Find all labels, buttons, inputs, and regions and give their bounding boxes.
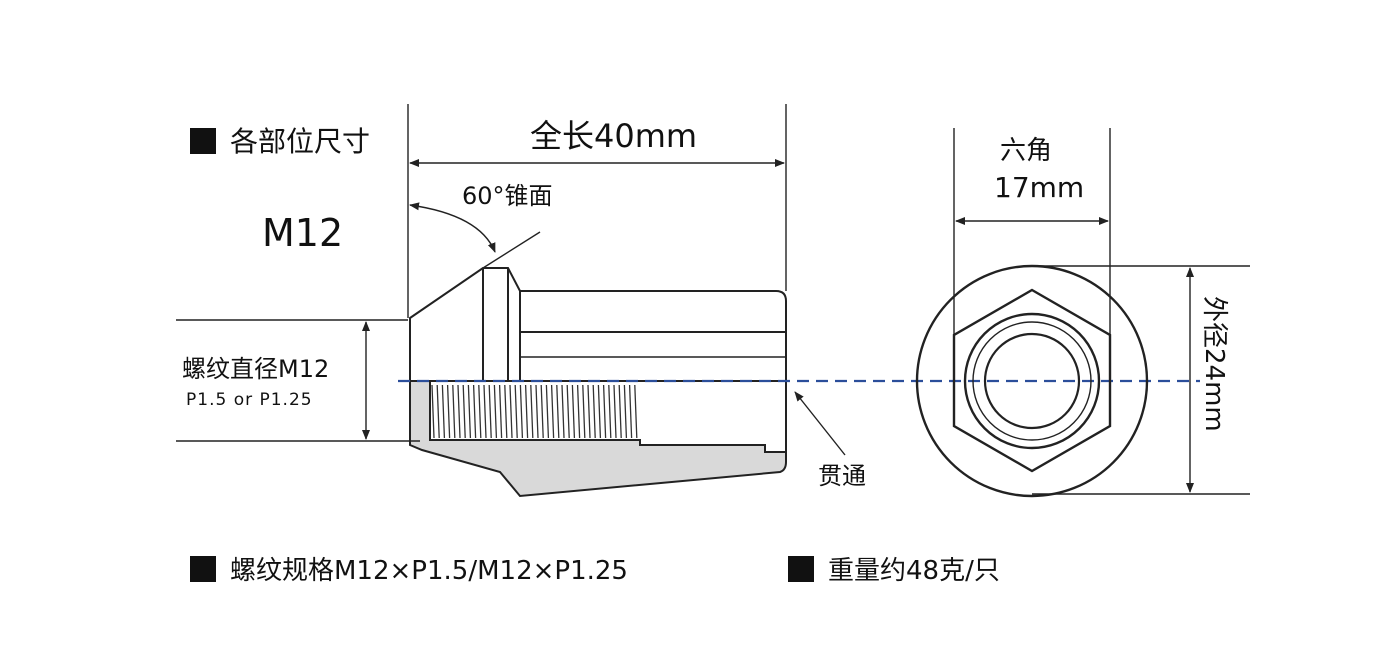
bore-inner-circle — [983, 332, 1081, 430]
bullet-square-icon — [190, 128, 216, 154]
thread-line — [582, 384, 586, 439]
thread-line — [561, 384, 565, 439]
thread-line — [524, 384, 529, 439]
thread-line — [446, 384, 451, 439]
thread-line — [514, 384, 518, 439]
thread-line — [493, 384, 498, 439]
cone-angle-label: 60°锥面 — [462, 182, 553, 210]
nut-upper-outline — [409, 267, 787, 382]
thread-spec-text: 螺纹规格M12×P1.5/M12×P1.25 — [230, 556, 628, 586]
through-hole-leader — [794, 391, 846, 456]
thread-line — [530, 384, 534, 439]
thread-line — [535, 384, 539, 439]
cone-angle-dimension — [409, 202, 541, 269]
thread-line — [608, 384, 612, 439]
thread-line — [467, 384, 472, 439]
thread-line — [431, 384, 435, 439]
thread-line — [452, 384, 456, 439]
thread-line — [634, 384, 638, 439]
bore-chamfer-circle — [972, 321, 1092, 441]
thread-line — [618, 384, 622, 439]
thread-line — [488, 384, 492, 439]
thread-line — [545, 384, 550, 439]
thread-line — [462, 384, 466, 439]
bore-outer-circle — [963, 312, 1101, 450]
bullet-square-icon — [788, 556, 814, 582]
hex-size-label: 17mm — [994, 171, 1085, 204]
thread-spec: 螺纹规格M12×P1.5/M12×P1.25 — [190, 556, 628, 584]
weight-spec-text: 重量约48克/只 — [828, 556, 1000, 586]
hex-size-dimension — [953, 128, 1111, 335]
thread-line — [613, 384, 617, 439]
outer-diameter-dimension — [1032, 265, 1250, 495]
thread-line — [566, 384, 570, 439]
thread-line — [504, 384, 508, 439]
thread-line — [498, 384, 503, 439]
thread-line — [483, 384, 487, 439]
thread-line — [478, 384, 482, 439]
thread-line — [576, 384, 581, 439]
thread-line — [623, 384, 628, 439]
nut-side-view — [409, 267, 787, 498]
thread-line — [540, 384, 544, 439]
thread-line — [457, 384, 461, 439]
thread-diameter-dimension — [176, 319, 420, 442]
bullet-square-icon — [190, 556, 216, 582]
thread-line — [592, 384, 596, 439]
thread-diameter-label: 螺纹直径M12 — [182, 355, 330, 383]
thread-line — [587, 384, 591, 439]
thread-line — [509, 384, 513, 439]
thread-line — [597, 384, 602, 439]
overall-length-dimension — [407, 104, 787, 318]
thread-line — [441, 384, 446, 439]
thread-line — [550, 384, 555, 439]
overall-length-label: 全长40mm — [530, 117, 698, 155]
section-title: 各部位尺寸 — [190, 128, 370, 156]
model-label: M12 — [262, 211, 344, 255]
outer-diameter-label: 外径24mm — [1199, 296, 1229, 432]
thread-line — [602, 384, 607, 439]
section-title-text: 各部位尺寸 — [230, 125, 371, 158]
thread-line — [556, 384, 560, 439]
through-hole-label: 贯通 — [818, 462, 866, 490]
thread-line — [472, 384, 477, 439]
thread-hatching — [431, 384, 638, 439]
thread-line — [571, 384, 576, 439]
thread-line — [628, 384, 633, 439]
thread-line — [519, 384, 524, 439]
thread-line — [436, 384, 440, 439]
thread-pitch-label: P1.5 or P1.25 — [186, 390, 313, 410]
hex-label: 六角 — [1000, 136, 1053, 166]
weight-spec: 重量约48克/只 — [788, 556, 1000, 584]
